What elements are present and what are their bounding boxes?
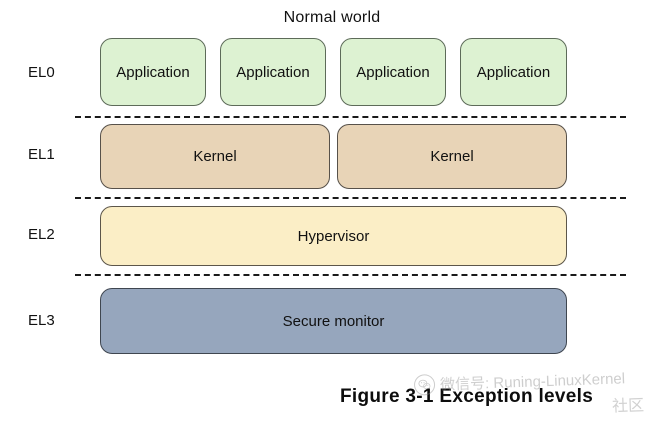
application-box-4[interactable]: Application xyxy=(460,38,567,106)
normal-world-title: Normal world xyxy=(283,9,381,26)
level-label-el0: EL0 xyxy=(28,64,55,81)
kernel-box-1[interactable]: Kernel xyxy=(100,124,330,189)
application-box-2[interactable]: Application xyxy=(220,38,326,106)
divider-el1-el2 xyxy=(75,197,626,199)
level-label-el1: EL1 xyxy=(28,146,55,163)
application-box-3[interactable]: Application xyxy=(340,38,446,106)
level-label-el3: EL3 xyxy=(28,312,55,329)
application-box-1[interactable]: Application xyxy=(100,38,206,106)
secure-monitor-box[interactable]: Secure monitor xyxy=(100,288,567,354)
hypervisor-box[interactable]: Hypervisor xyxy=(100,206,567,266)
divider-el2-el3 xyxy=(75,274,626,276)
level-label-el2: EL2 xyxy=(28,226,55,243)
divider-el0-el1 xyxy=(75,116,626,118)
kernel-box-2[interactable]: Kernel xyxy=(337,124,567,189)
figure-caption: Figure 3-1 Exception levels xyxy=(340,386,594,407)
